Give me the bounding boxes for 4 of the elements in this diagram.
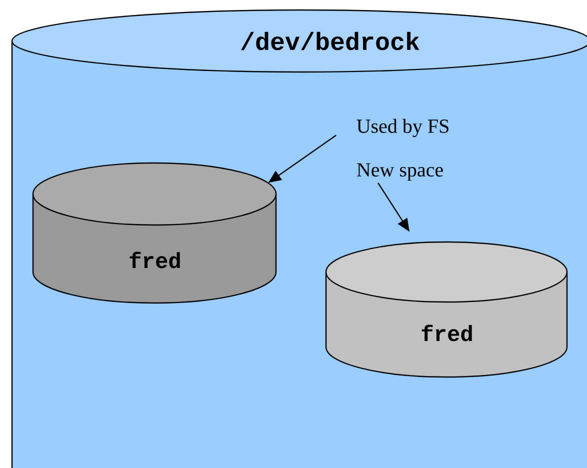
note-text: New space	[357, 163, 443, 181]
note-text: Used by FS	[356, 118, 448, 138]
cylinder: fred	[325, 241, 568, 378]
cylinder: fred	[32, 162, 277, 304]
